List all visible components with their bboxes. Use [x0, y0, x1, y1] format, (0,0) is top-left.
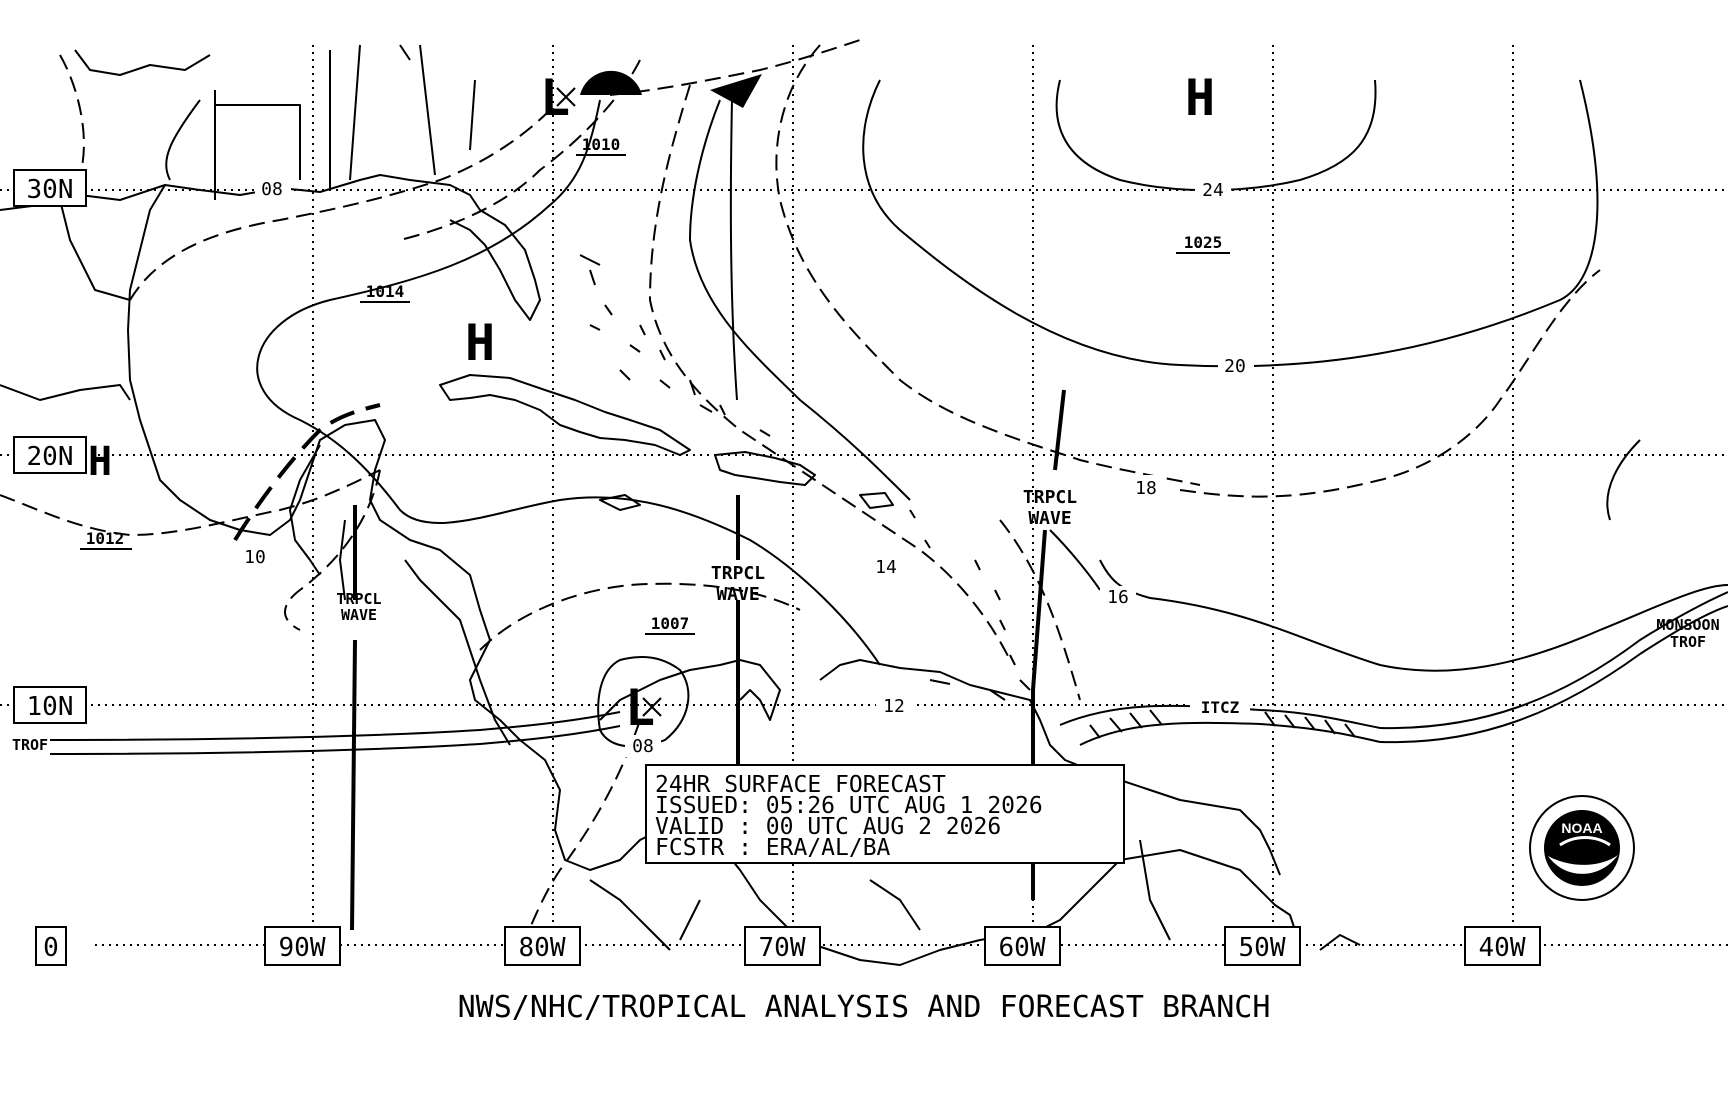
stationary-front-line: [729, 99, 738, 401]
noaa-logo: NOAA: [1529, 795, 1635, 901]
latitude-labels: 30N 20N 10N 0: [13, 169, 87, 966]
wave-label: TRPCL: [711, 563, 765, 584]
info-line: 24HR SURFACE FORECAST: [655, 772, 946, 798]
lon-label: 40W: [1479, 933, 1526, 963]
itcz-band: [1059, 591, 1728, 746]
lat-label: 0: [43, 933, 59, 963]
isobar-label: 20: [1224, 356, 1246, 377]
isobar-label: 14: [875, 557, 897, 578]
low-center-markers: [556, 87, 662, 717]
pressure-value: 1012: [86, 529, 125, 548]
lon-label: 70W: [759, 933, 806, 963]
high-center-gulf: H: [465, 314, 495, 372]
lat-label: 10N: [27, 692, 74, 722]
high-center-pacific: H: [88, 439, 112, 485]
isobar-label: 24: [1202, 180, 1224, 201]
info-line: ISSUED: 05:26 UTC AUG 1 2026: [655, 793, 1043, 819]
lon-label: 50W: [1239, 933, 1286, 963]
longitude-labels: 90W 80W 70W 60W 50W 40W: [264, 926, 1541, 966]
frontal-boundary: [609, 39, 861, 96]
feature-labels: TRPCL WAVE TRPCL WAVE TRPCL WAVE ITCZ MO…: [12, 487, 1720, 754]
lat-label: 30N: [27, 175, 74, 205]
cold-front-symbol: [710, 74, 762, 108]
isobars-dashed: [0, 44, 1601, 951]
isobar-label: 12: [883, 696, 905, 717]
pressure-value: 1025: [1184, 233, 1223, 252]
info-line: FCSTR : ERA/AL/BA: [655, 835, 891, 861]
pressure-value: 1007: [651, 614, 690, 633]
pressure-value: 1014: [366, 282, 405, 301]
monsoon-label: MONSOON: [1656, 616, 1719, 634]
wave-label: TRPCL: [336, 590, 381, 608]
trof-label: TROF: [12, 736, 48, 754]
pressure-value: 1010: [582, 135, 621, 154]
footer-credit: NWS/NHC/TROPICAL ANALYSIS AND FORECAST B…: [458, 990, 1271, 1025]
high-center-atlantic: H: [1185, 69, 1215, 127]
noaa-logo-text: NOAA: [1561, 820, 1602, 836]
info-line: VALID : 00 UTC AUG 2 2026: [655, 814, 1001, 840]
tropical-waves: [350, 389, 1066, 931]
isobar-label: 16: [1107, 587, 1129, 608]
forecast-info-box: 24HR SURFACE FORECAST ISSUED: 05:26 UTC …: [645, 764, 1125, 864]
lat-label: 20N: [27, 442, 74, 472]
monsoon-label: TROF: [1670, 633, 1706, 651]
wave-label: TRPCL: [1023, 487, 1077, 508]
lon-label: 80W: [519, 933, 566, 963]
isobar-label: 18: [1135, 478, 1157, 499]
caribbean-islands: [579, 254, 1031, 701]
isobar-label: 10: [244, 547, 266, 568]
lon-label: 60W: [999, 933, 1046, 963]
coastlines: [0, 44, 1361, 966]
lon-label: 90W: [279, 933, 326, 963]
isobar-label: 08: [261, 179, 283, 200]
wave-label: WAVE: [716, 584, 759, 605]
wave-label: WAVE: [1028, 508, 1071, 529]
warm-front-symbol: [580, 70, 642, 95]
isobars-solid: [165, 79, 1728, 748]
wave-label: WAVE: [341, 606, 377, 624]
itcz-label: ITCZ: [1201, 698, 1240, 717]
isobar-label: 08: [632, 736, 654, 757]
monsoon-trough: [49, 711, 621, 755]
